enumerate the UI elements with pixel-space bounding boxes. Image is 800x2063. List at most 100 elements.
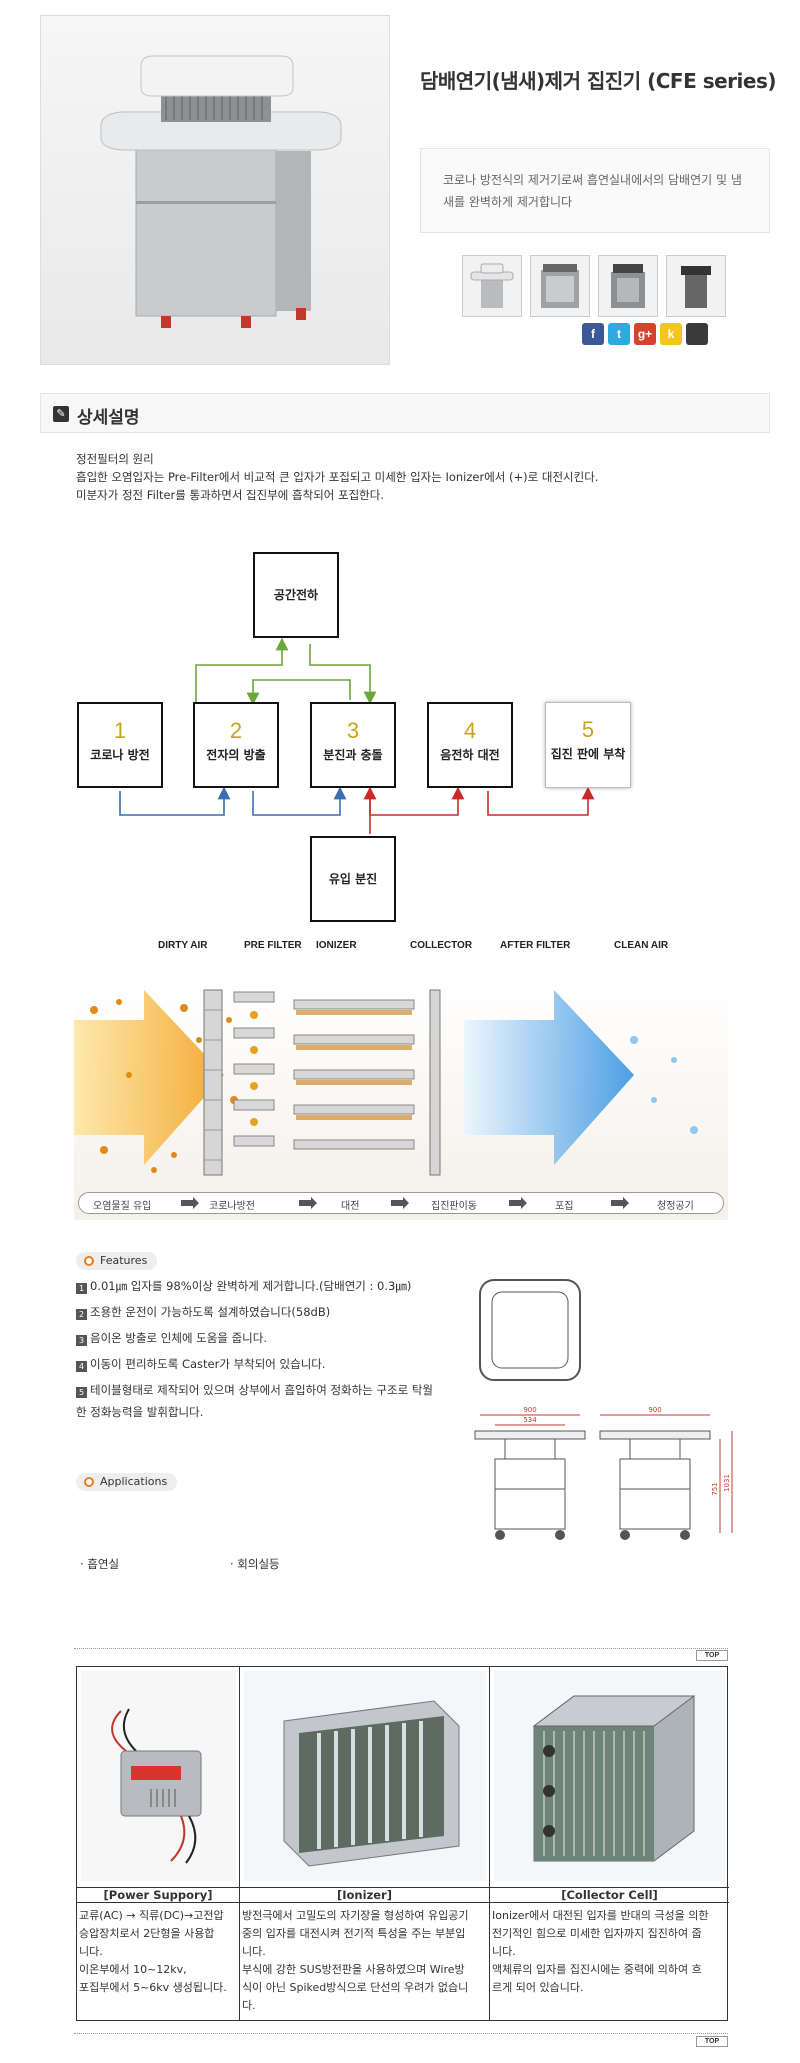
application-item: · 흡연실	[80, 1557, 120, 1571]
flow-step-number: 5	[581, 717, 595, 742]
product-description: 코로나 방전식의 제거기로써 흡연실내에서의 담배연기 및 냄새를 완벽하게 제…	[420, 148, 770, 233]
principle-line: 흡입한 오염입자는 Pre-Filter에서 비교적 큰 입자가 포집되고 미세…	[76, 470, 599, 484]
flow-step-label: 집진 판에 부착	[550, 747, 626, 761]
top-button[interactable]: TOP	[696, 2036, 728, 2047]
number-badge: 5	[76, 1387, 87, 1398]
application-item: · 회의실등	[230, 1557, 280, 1571]
strip-arrows	[181, 1197, 629, 1209]
collector-cell-image	[494, 1671, 725, 1881]
flow-box-incoming-dust: 유입 분진	[310, 836, 396, 922]
kakaostory-icon[interactable]: k	[660, 323, 682, 345]
thumbnail-4[interactable]	[666, 255, 726, 317]
principle-line: 정전필터의 원리	[76, 452, 154, 466]
strip-label: 대전	[341, 1201, 360, 1212]
red-arrows	[363, 786, 595, 834]
part-title: [Collector Cell]	[490, 1887, 729, 1903]
flow-step-number: 4	[463, 718, 477, 743]
flow-step-label: 전자의 방출	[206, 748, 266, 762]
twitter-icon[interactable]: t	[608, 323, 630, 345]
thumbnail-image	[541, 264, 579, 308]
svg-text:534: 534	[523, 1416, 537, 1424]
air-label: PRE FILTER	[244, 940, 302, 951]
part-title: [Ionizer]	[240, 1887, 489, 1903]
divider	[74, 1648, 728, 1649]
section-header: ✎ 상세설명	[40, 393, 770, 433]
air-flow-graphic	[74, 989, 698, 1176]
number-badge: 4	[76, 1361, 87, 1372]
flow-step-number: 3	[346, 718, 360, 743]
strip-label: 청정공기	[657, 1201, 694, 1212]
blue-arrows	[119, 786, 347, 816]
flow-label: 유입 분진	[328, 872, 378, 886]
flow-step-number: 2	[229, 718, 243, 743]
feature-item-continued: 한 정화능력을 발휘합니다.	[76, 1405, 204, 1419]
power-supply-image	[81, 1671, 236, 1881]
flow-step-1: 1 코로나 방전	[77, 702, 163, 788]
air-flow-illustration: 오염물질 유입 코로나방전 대전 집진판이동 포집 청정공기	[74, 980, 728, 1220]
flow-step-5: 5 집진 판에 부착	[545, 702, 631, 788]
thumbnail-image	[470, 263, 514, 308]
air-label: CLEAN AIR	[614, 940, 669, 951]
thumbnail-image	[611, 264, 645, 308]
strip-label: 집진판이동	[431, 1201, 477, 1212]
principle-line: 미분자가 정전 Filter를 통과하면서 집진부에 흡착되어 포집한다.	[76, 488, 384, 502]
thumbnail-3[interactable]	[598, 255, 658, 317]
flow-step-label: 음전하 대전	[440, 748, 500, 762]
pencil-icon: ✎	[53, 406, 69, 422]
flow-step-label: 분진과 충돌	[323, 748, 383, 762]
flow-step-3: 3 분진과 충돌	[310, 702, 396, 788]
strip-label: 포집	[555, 1201, 574, 1212]
svg-text:751: 751	[711, 1482, 719, 1495]
ionizer-image	[244, 1671, 486, 1881]
top-button[interactable]: TOP	[696, 1650, 728, 1661]
ionizer-illustration	[283, 1700, 460, 1867]
flow-label: 공간전하	[273, 588, 319, 602]
flow-step-number: 1	[113, 718, 127, 743]
features-badge: Features	[76, 1252, 158, 1270]
applications-badge: Applications	[76, 1473, 178, 1491]
part-collector-cell: [Collector Cell] Ionizer에서 대전된 입자를 반대의 극…	[490, 1667, 729, 2020]
facebook-icon[interactable]: f	[582, 323, 604, 345]
front-view: 900 534	[474, 1406, 586, 1540]
svg-text:900: 900	[648, 1406, 661, 1414]
principle-text: 정전필터의 원리 흡입한 오염입자는 Pre-Filter에서 비교적 큰 입자…	[76, 450, 598, 504]
section-title: 상세설명	[77, 408, 140, 428]
part-title: [Power Suppory]	[77, 1887, 239, 1903]
air-label: COLLECTOR	[410, 940, 473, 951]
green-arrows	[195, 637, 377, 706]
thumbnail-2[interactable]	[530, 255, 590, 317]
strip-label: 코로나방전	[209, 1201, 255, 1212]
divider	[74, 2033, 728, 2034]
technical-drawing: 900 534 900 751 1031	[474, 1279, 733, 1540]
band-icon[interactable]	[686, 323, 708, 345]
air-label: IONIZER	[316, 940, 357, 951]
flow-step-label: 코로나 방전	[90, 748, 150, 762]
product-main-image	[40, 15, 390, 365]
google-plus-icon[interactable]: g+	[634, 323, 656, 345]
air-label: DIRTY AIR	[158, 940, 208, 951]
strip-label: 오염물질 유입	[93, 1201, 152, 1212]
number-badge: 2	[76, 1309, 87, 1320]
air-purifier-illustration	[100, 55, 342, 328]
thumbnail-1[interactable]	[462, 255, 522, 317]
process-strip: 오염물질 유입 코로나방전 대전 집진판이동 포집 청정공기	[78, 1192, 724, 1214]
number-badge: 3	[76, 1335, 87, 1346]
svg-text:900: 900	[523, 1406, 536, 1414]
side-view: 900 751 1031	[599, 1406, 733, 1540]
product-title: 담배연기(냄새)제거 집진기 (CFE series)	[420, 69, 777, 93]
power-supply-illustration	[111, 1708, 202, 1864]
collector-cell-illustration	[532, 1695, 696, 1862]
number-badge: 1	[76, 1283, 87, 1294]
flow-step-4: 4 음전하 대전	[427, 702, 513, 788]
